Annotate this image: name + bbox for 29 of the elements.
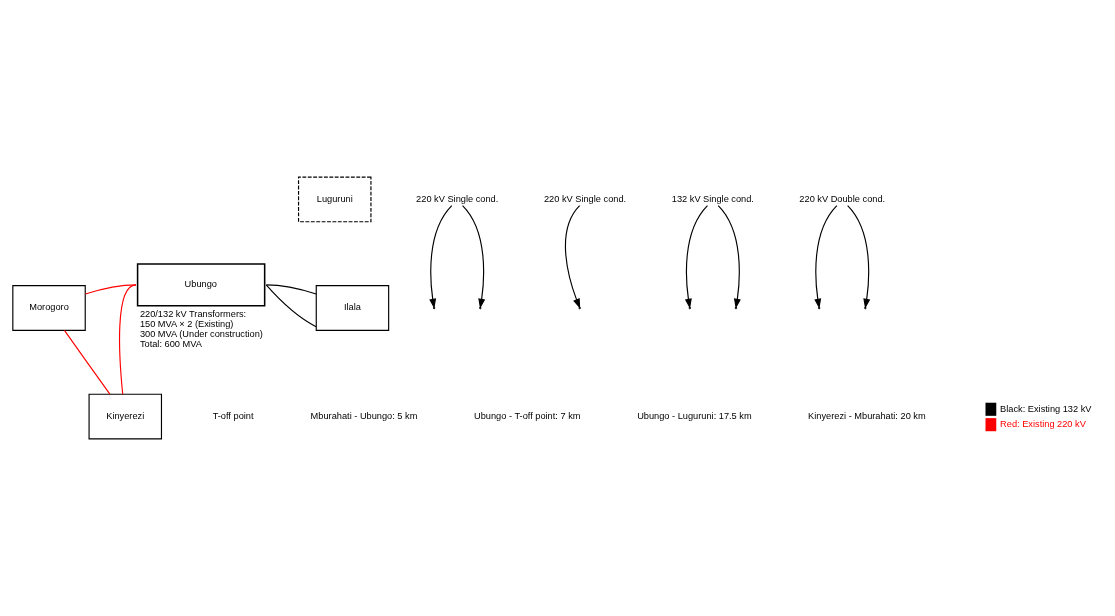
arrow (564, 205, 581, 309)
label: T-off point (212, 410, 254, 421)
label: Ubungo - T-off point: 7 km (474, 410, 581, 421)
node-text: 220 kV Double cond. (799, 193, 886, 204)
node-label: 150 MVA × 2 (Existing) (139, 318, 234, 329)
connector (63, 329, 111, 395)
label: Kinyerezi - Mburahati: 20 km (808, 410, 926, 421)
label: Mburahati - Ubungo: 5 km (310, 410, 418, 421)
node-box: Ilala (315, 285, 390, 331)
node-box: Luguruni (297, 176, 372, 223)
connector (265, 284, 317, 295)
node-label: 300 MVA (Under construction) (139, 328, 263, 339)
arrow (684, 205, 709, 309)
node-label: 220/132 kV Transformers: (139, 308, 247, 319)
legend-label: Black: Existing 132 kV (1000, 403, 1092, 414)
connector (84, 284, 137, 295)
legend-label: Red: Existing 220 kV (1000, 419, 1086, 430)
node-text: 132 kV Single cond. (671, 193, 754, 204)
node-box: Morogoro (12, 285, 86, 331)
label: Ubungo - Luguruni: 17.5 km (637, 410, 752, 421)
node-box: Kinyerezi (88, 393, 163, 440)
node-box: Ubungo (136, 263, 266, 307)
connector (118, 284, 137, 395)
node-text: 220 kV Single cond. (416, 193, 499, 204)
arrow (462, 205, 486, 309)
node-text: 220 kV Single cond. (543, 193, 627, 204)
node-label: Total: 600 MVA (139, 338, 202, 349)
connector (265, 284, 317, 328)
arrow (847, 205, 871, 309)
